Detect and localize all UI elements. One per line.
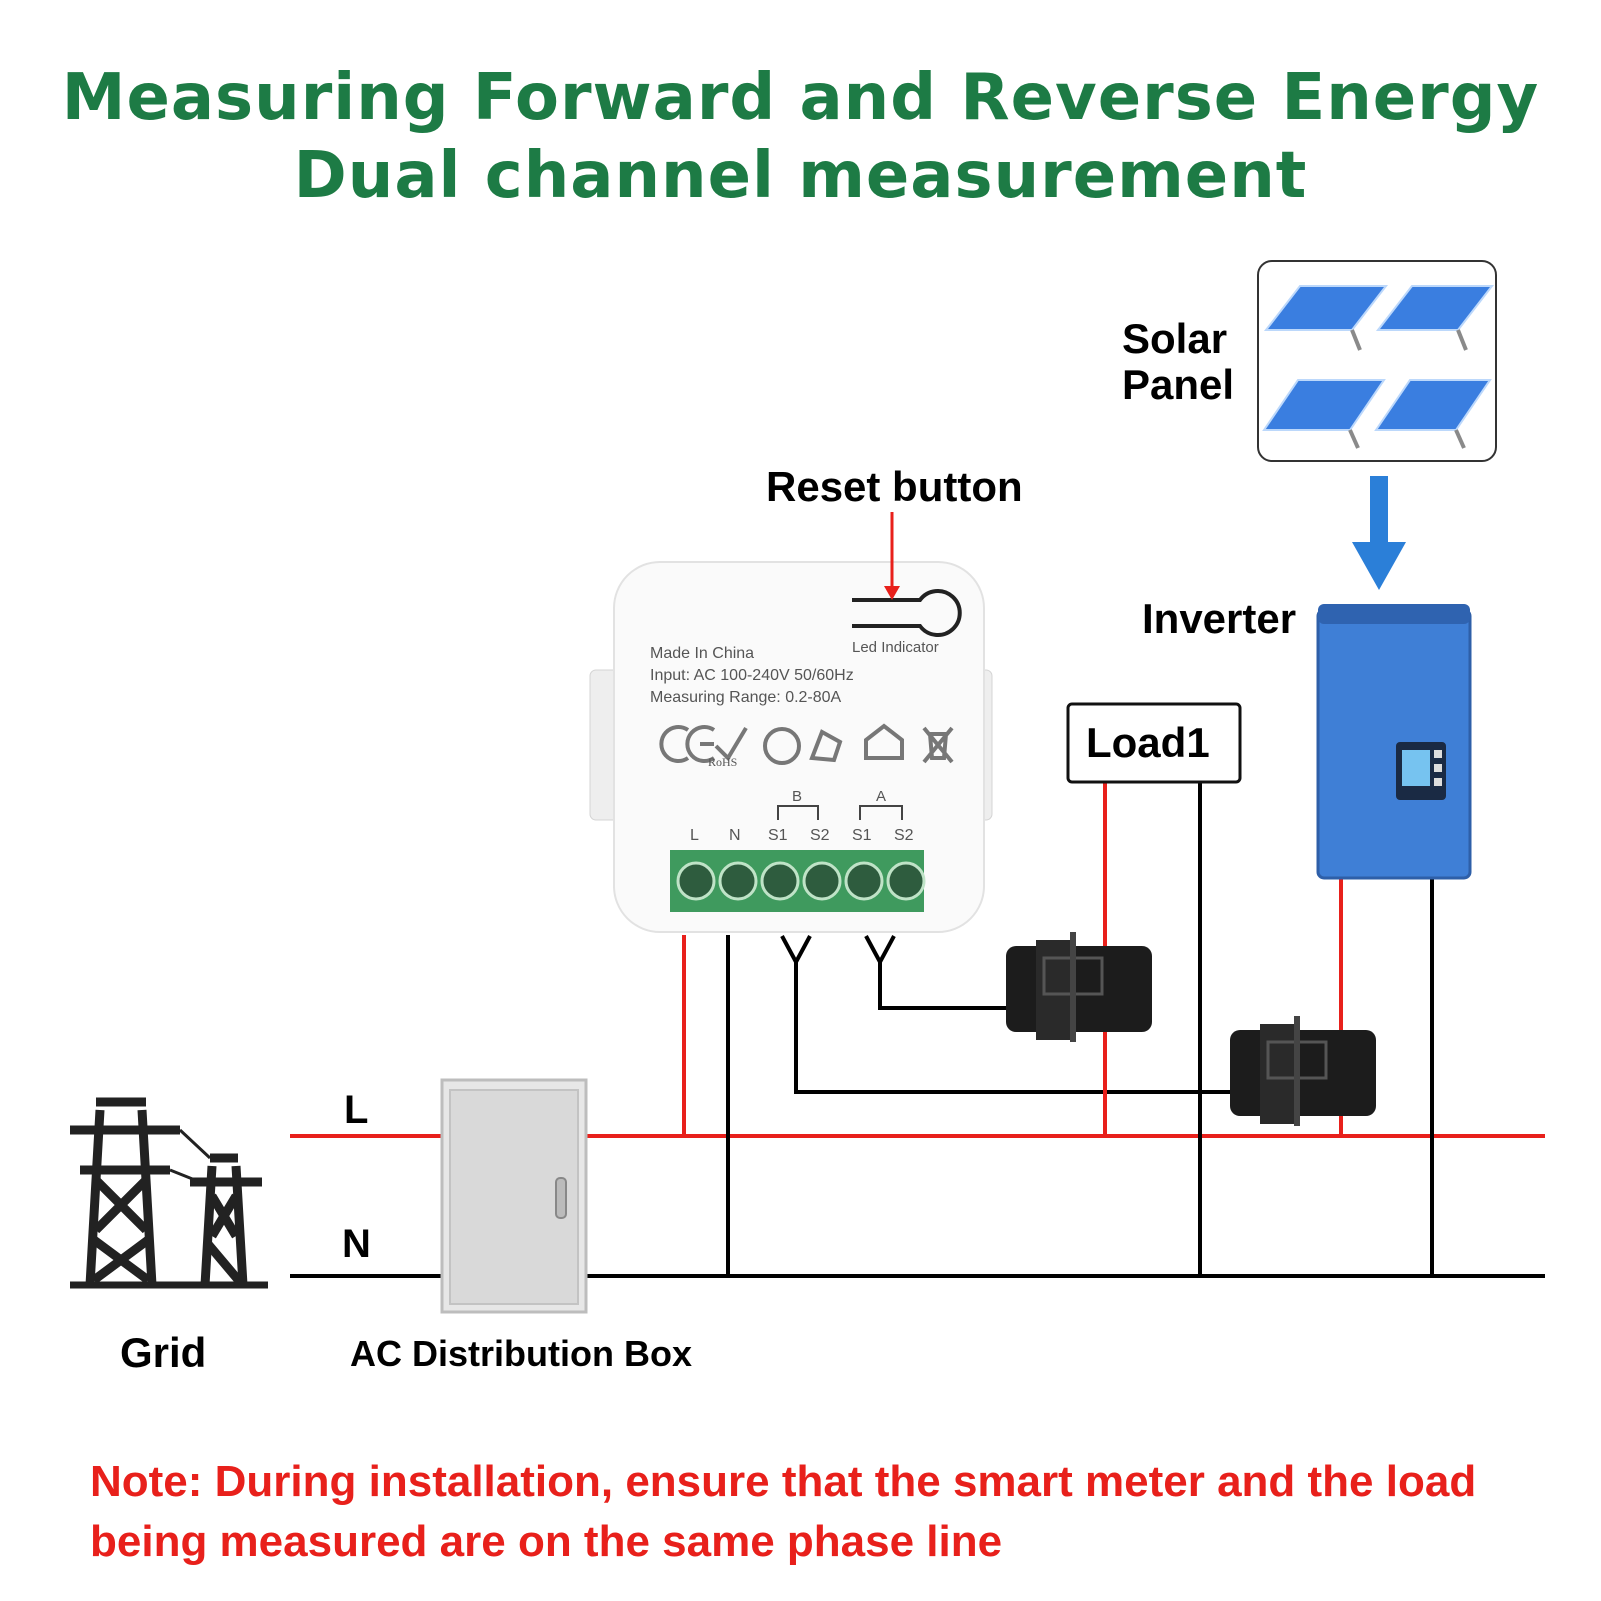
live-line-label: L <box>344 1088 369 1132</box>
device-input-spec: Input: AC 100-240V 50/60Hz <box>650 667 854 684</box>
ct-a-wire <box>878 960 1006 1010</box>
distribution-box-label: AC Distribution Box <box>350 1333 692 1374</box>
terminal-group-a: A <box>876 788 887 805</box>
device-made-in: Made In China <box>650 645 755 662</box>
reset-button-outline <box>852 589 962 637</box>
installation-note: Note: During installation, ensure that t… <box>90 1457 1477 1566</box>
grid-label: Grid <box>120 1329 207 1376</box>
title-line-2: Dual channel measurement <box>293 139 1308 213</box>
ct-clamp-load <box>1006 932 1152 1042</box>
terminal-screws <box>676 861 926 901</box>
load-label: Load1 <box>1086 719 1210 766</box>
device-rohs-mark: RoHS <box>708 755 738 769</box>
terminal-label: S2 <box>894 827 914 844</box>
main-lines <box>290 1134 1545 1278</box>
neutral-line-label: N <box>342 1222 371 1266</box>
terminal-label: S2 <box>810 827 830 844</box>
terminal-label: S1 <box>852 827 872 844</box>
arrow-down-icon <box>1352 476 1406 590</box>
smart-meter <box>589 512 993 933</box>
terminal-group-b: B <box>792 788 803 805</box>
terminal-label: S1 <box>768 827 788 844</box>
title-line-1: Measuring Forward and Reverse Energy <box>61 61 1540 135</box>
terminal-label: N <box>729 827 741 844</box>
cert-marks <box>659 723 954 765</box>
load-box <box>1066 702 1242 784</box>
distribution-box-icon <box>440 1078 588 1314</box>
solar-panel-label-line-1: Solar <box>1122 315 1228 362</box>
ct-a-fork <box>864 935 896 967</box>
solar-panel-label-line-2: Panel <box>1122 361 1235 408</box>
inverter-label: Inverter <box>1142 595 1297 642</box>
reset-button-label: Reset button <box>766 463 1023 510</box>
terminal-label: L <box>690 827 699 844</box>
solar-panel-icon <box>1257 260 1497 462</box>
inverter-icon <box>1316 604 1472 880</box>
grid-tower-icon <box>70 1097 268 1289</box>
ct-b-fork <box>780 935 812 967</box>
ct-b-wire <box>794 960 1232 1094</box>
device-measuring-range: Measuring Range: 0.2-80A <box>650 689 842 706</box>
ct-clamp-inverter <box>1230 1016 1376 1126</box>
device-led-indicator: Led Indicator <box>852 639 939 656</box>
